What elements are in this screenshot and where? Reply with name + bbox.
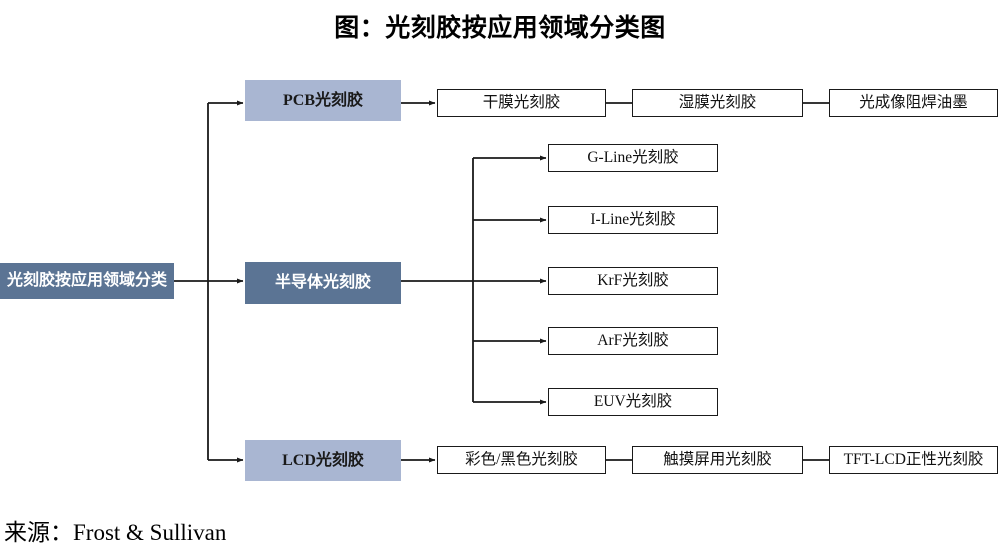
node-leaf-semiconductor-krf[interactable]: KrF光刻胶 [548, 267, 718, 295]
node-leaf-semiconductor-i-line[interactable]: I-Line光刻胶 [548, 206, 718, 234]
node-leaf-pcb-solder-mask-ink[interactable]: 光成像阻焊油墨 [829, 89, 998, 117]
page-title: 图：光刻胶按应用领域分类图 [334, 15, 666, 42]
node-root[interactable]: 光刻胶按应用领域分类 [0, 263, 174, 299]
node-leaf-semiconductor-euv[interactable]: EUV光刻胶 [548, 388, 718, 416]
source-note: 来源：Frost & Sullivan [4, 520, 227, 545]
node-leaf-lcd-color-black[interactable]: 彩色/黑色光刻胶 [437, 446, 606, 474]
node-leaf-pcb-wet-film[interactable]: 湿膜光刻胶 [632, 89, 803, 117]
node-leaf-lcd-tft-positive[interactable]: TFT-LCD正性光刻胶 [829, 446, 998, 474]
node-leaf-pcb-dry-film[interactable]: 干膜光刻胶 [437, 89, 606, 117]
node-leaf-lcd-touch-panel[interactable]: 触摸屏用光刻胶 [632, 446, 803, 474]
node-branch-lcd[interactable]: LCD光刻胶 [245, 440, 401, 481]
node-branch-pcb[interactable]: PCB光刻胶 [245, 80, 401, 121]
node-branch-semiconductor[interactable]: 半导体光刻胶 [245, 262, 401, 304]
node-leaf-semiconductor-g-line[interactable]: G-Line光刻胶 [548, 144, 718, 172]
node-leaf-semiconductor-arf[interactable]: ArF光刻胶 [548, 327, 718, 355]
